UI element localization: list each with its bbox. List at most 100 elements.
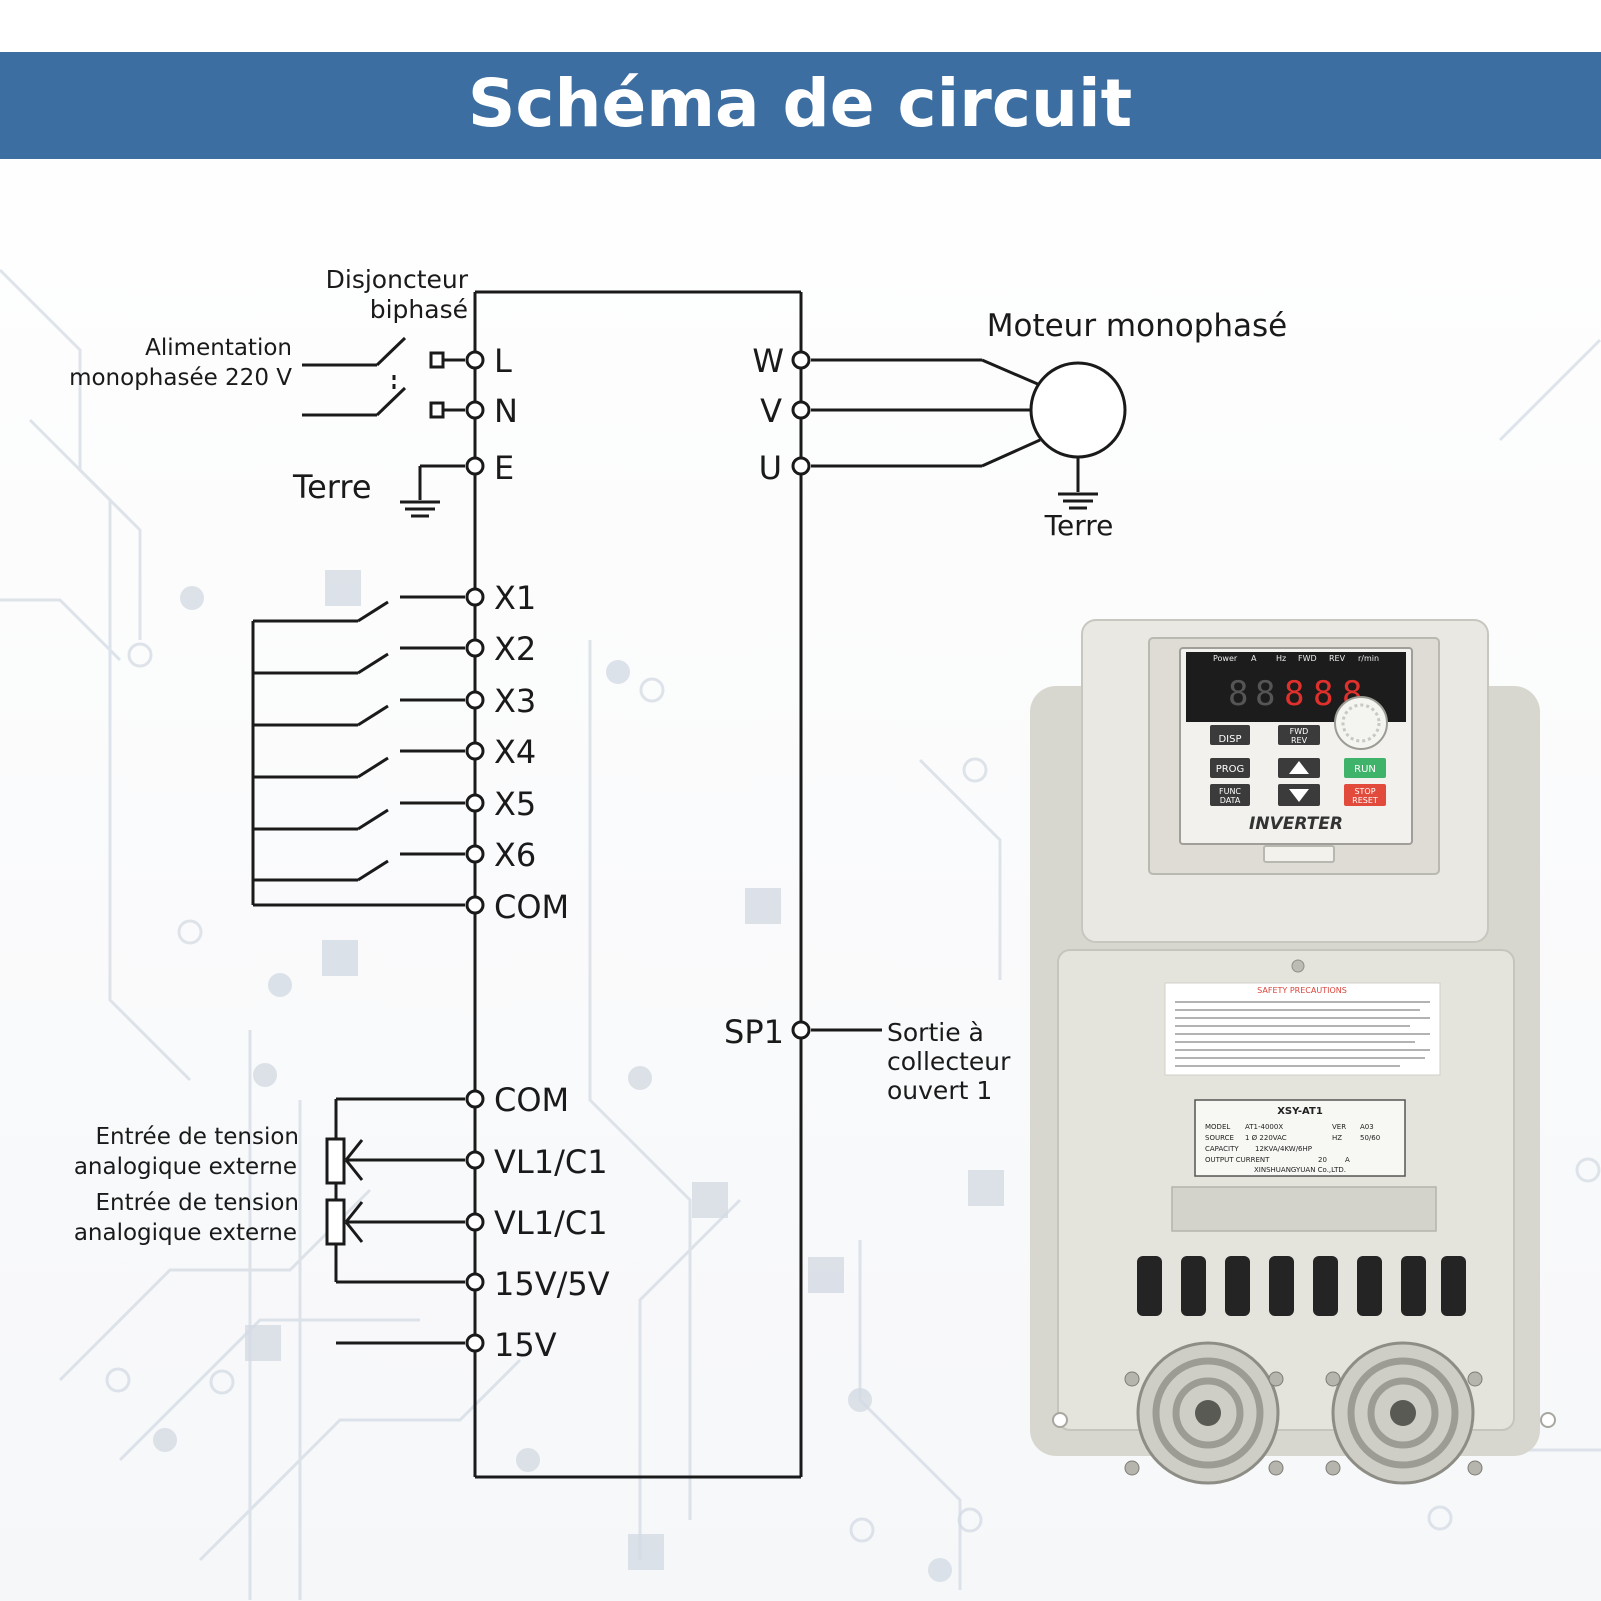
motor-wiring <box>811 358 1098 1032</box>
nameplate-ver: A03 <box>1360 1123 1374 1131</box>
nameplate-maker: XINSHUANGYUAN Co.,LTD. <box>1254 1166 1346 1174</box>
nameplate-capacity: 12KVA/4KW/6HP <box>1255 1145 1312 1153</box>
terminal-label-u: U <box>759 449 782 487</box>
indicator-rmin: r/min <box>1358 654 1379 663</box>
disp-button-label: DISP <box>1218 734 1241 745</box>
supply-label-line-1: Alimentation <box>145 335 292 361</box>
analog-input-1-line-1: Entrée de tension <box>95 1124 299 1150</box>
background-circuit-dots <box>153 570 1004 1582</box>
open-collector-label-line-2: collecteur <box>887 1047 1011 1076</box>
terminal-label-sp1: SP1 <box>724 1013 784 1051</box>
terminal-com-9 <box>465 895 485 915</box>
terminal-label-com-1: COM <box>494 888 569 926</box>
analog-input-2-line-1: Entrée de tension <box>95 1190 299 1216</box>
device-warning-label <box>1164 982 1441 1076</box>
nameplate-hz: 50/60 <box>1360 1134 1380 1142</box>
nameplate-model-label: MODEL <box>1205 1123 1230 1131</box>
terminal-vl1-c1-12 <box>465 1212 485 1232</box>
terminal-label-x1: X1 <box>494 579 536 617</box>
terminal-label-x6: X6 <box>494 836 536 874</box>
nameplate-source: 1 Ø 220VAC <box>1245 1134 1287 1142</box>
analog-input-1-line-2: analogique externe <box>74 1154 297 1180</box>
background-circuit-pattern <box>0 268 1601 1600</box>
analog-input-2-line-2: analogique externe <box>74 1220 297 1246</box>
terminal-label-x3: X3 <box>494 682 536 720</box>
digital-inputs-wiring <box>251 595 465 907</box>
display-digit-4: 8 <box>1313 674 1333 714</box>
terminal-label-w: W <box>752 342 784 380</box>
func-button-label: FUNC <box>1219 787 1241 796</box>
indicator-hz: Hz <box>1276 654 1286 663</box>
nameplate-text: XSY-AT1 MODEL AT1-4000X VER A03 SOURCE 1… <box>1205 1106 1380 1174</box>
nameplate-model: AT1-4000X <box>1245 1123 1283 1131</box>
terminal-x1-3 <box>465 587 485 607</box>
device-screws <box>1124 1371 1483 1476</box>
terminal-com-10 <box>465 1089 485 1109</box>
terminal-label-15v-5v: 15V/5V <box>494 1265 610 1303</box>
terminal-label-x2: X2 <box>494 630 536 668</box>
right-terminal-labels: W V U SP1 <box>724 342 784 1051</box>
terminal-vl1-c1-11 <box>465 1150 485 1170</box>
terminal-sp1-3 <box>791 1020 811 1040</box>
nameplate-capacity-label: CAPACITY <box>1205 1145 1239 1153</box>
background-circuit-pads <box>105 642 1601 1543</box>
device-display-digits: 8 8 8 8 8 <box>1228 674 1362 714</box>
open-collector-label-line-1: Sortie à <box>887 1018 984 1047</box>
title-banner <box>0 52 1601 159</box>
nameplate-source-label: SOURCE <box>1205 1134 1234 1142</box>
terminal-15v-14 <box>465 1333 485 1353</box>
terminal-label-x5: X5 <box>494 785 536 823</box>
terminal-x5-7 <box>465 793 485 813</box>
ground-left-label: Terre <box>292 468 372 506</box>
knob-grip <box>1341 703 1381 743</box>
reset-button-label: RESET <box>1352 796 1378 805</box>
device-upper-vent <box>1171 1186 1437 1232</box>
terminal-e-2 <box>465 456 485 476</box>
terminal-l-0 <box>465 350 485 370</box>
nameplate-current-label: OUTPUT CURRENT <box>1205 1156 1270 1164</box>
up-arrow-icon <box>1289 761 1309 774</box>
run-button-label: RUN <box>1354 764 1376 775</box>
motor-label: Moteur monophasé <box>987 308 1288 344</box>
ground-left-wiring <box>400 464 465 518</box>
indicator-fwd: FWD <box>1298 654 1317 663</box>
device-latch <box>1263 845 1335 863</box>
device-indicator-labels: Power A Hz FWD REV r/min <box>1213 654 1379 663</box>
device-screw-top <box>1291 959 1305 973</box>
stop-reset-button[interactable] <box>1344 784 1386 806</box>
data-button-label: DATA <box>1220 796 1241 805</box>
terminal-label-15v: 15V <box>494 1326 557 1364</box>
nameplate-ver-label: VER <box>1332 1123 1346 1131</box>
warning-text-lines <box>1175 1001 1430 1067</box>
terminal-label-l: L <box>494 342 512 380</box>
terminal-label-vl1-c1-2: VL1/C1 <box>494 1204 608 1242</box>
inverter-device-illustration: Power A Hz FWD REV r/min 8 8 8 8 8 DISP … <box>1030 619 1556 1485</box>
disp-button[interactable] <box>1210 725 1250 745</box>
device-mount-holes <box>1052 1412 1556 1428</box>
device-brand-label: INVERTER <box>1249 814 1343 834</box>
nameplate-current-unit: A <box>1345 1156 1350 1164</box>
indicator-power: Power <box>1213 654 1238 663</box>
terminal-v-1 <box>791 400 811 420</box>
power-input-wiring <box>302 336 465 419</box>
indicator-a: A <box>1251 654 1257 663</box>
nameplate-title: XSY-AT1 <box>1277 1106 1323 1117</box>
prog-button[interactable] <box>1210 758 1250 778</box>
down-arrow-icon <box>1289 789 1309 802</box>
analog-inputs-wiring <box>325 1097 465 1345</box>
display-digit-3: 8 <box>1284 674 1304 714</box>
terminal-label-vl1-c1-1: VL1/C1 <box>494 1143 608 1181</box>
supply-label-line-2: monophasée 220 V <box>69 365 292 391</box>
device-vent-slots <box>1137 1256 1466 1316</box>
motor-symbol <box>1029 361 1127 459</box>
ground-right-label: Terre <box>1044 509 1114 542</box>
terminal-label-x4: X4 <box>494 733 536 771</box>
terminal-label-n: N <box>494 392 518 430</box>
fwd-rev-button[interactable] <box>1278 725 1320 745</box>
terminal-x6-8 <box>465 844 485 864</box>
func-data-button[interactable] <box>1210 784 1250 806</box>
stop-button-label: STOP <box>1354 787 1375 796</box>
run-button[interactable] <box>1344 758 1386 778</box>
